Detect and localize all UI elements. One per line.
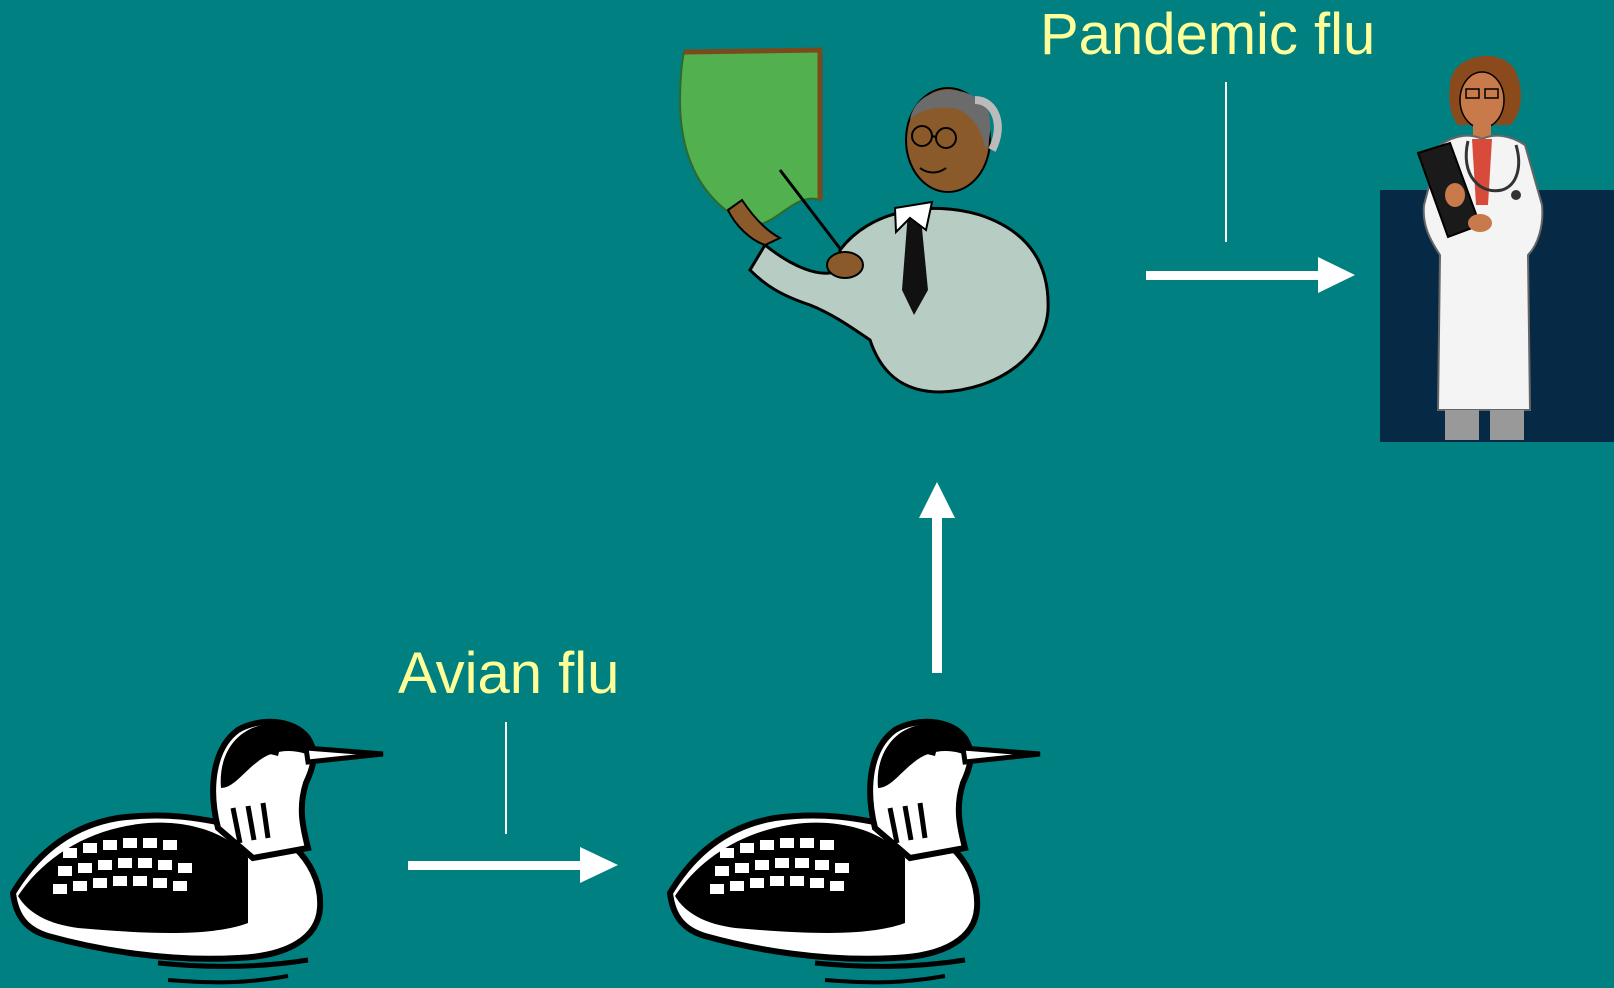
avian-flu-label: Avian flu <box>398 645 619 703</box>
duck-left-icon <box>8 718 393 988</box>
arrow-duck-to-duck <box>408 845 623 885</box>
pandemic-label-connector <box>1225 82 1227 242</box>
scientist-presenting-icon <box>670 40 1070 410</box>
duck-right-icon <box>665 718 1050 988</box>
arrow-duck-to-scientist <box>917 480 957 675</box>
doctor-icon <box>1410 45 1585 445</box>
pandemic-flu-label: Pandemic flu <box>1040 6 1375 64</box>
arrow-scientist-to-doctor <box>1146 255 1361 295</box>
avian-label-connector <box>505 722 507 834</box>
